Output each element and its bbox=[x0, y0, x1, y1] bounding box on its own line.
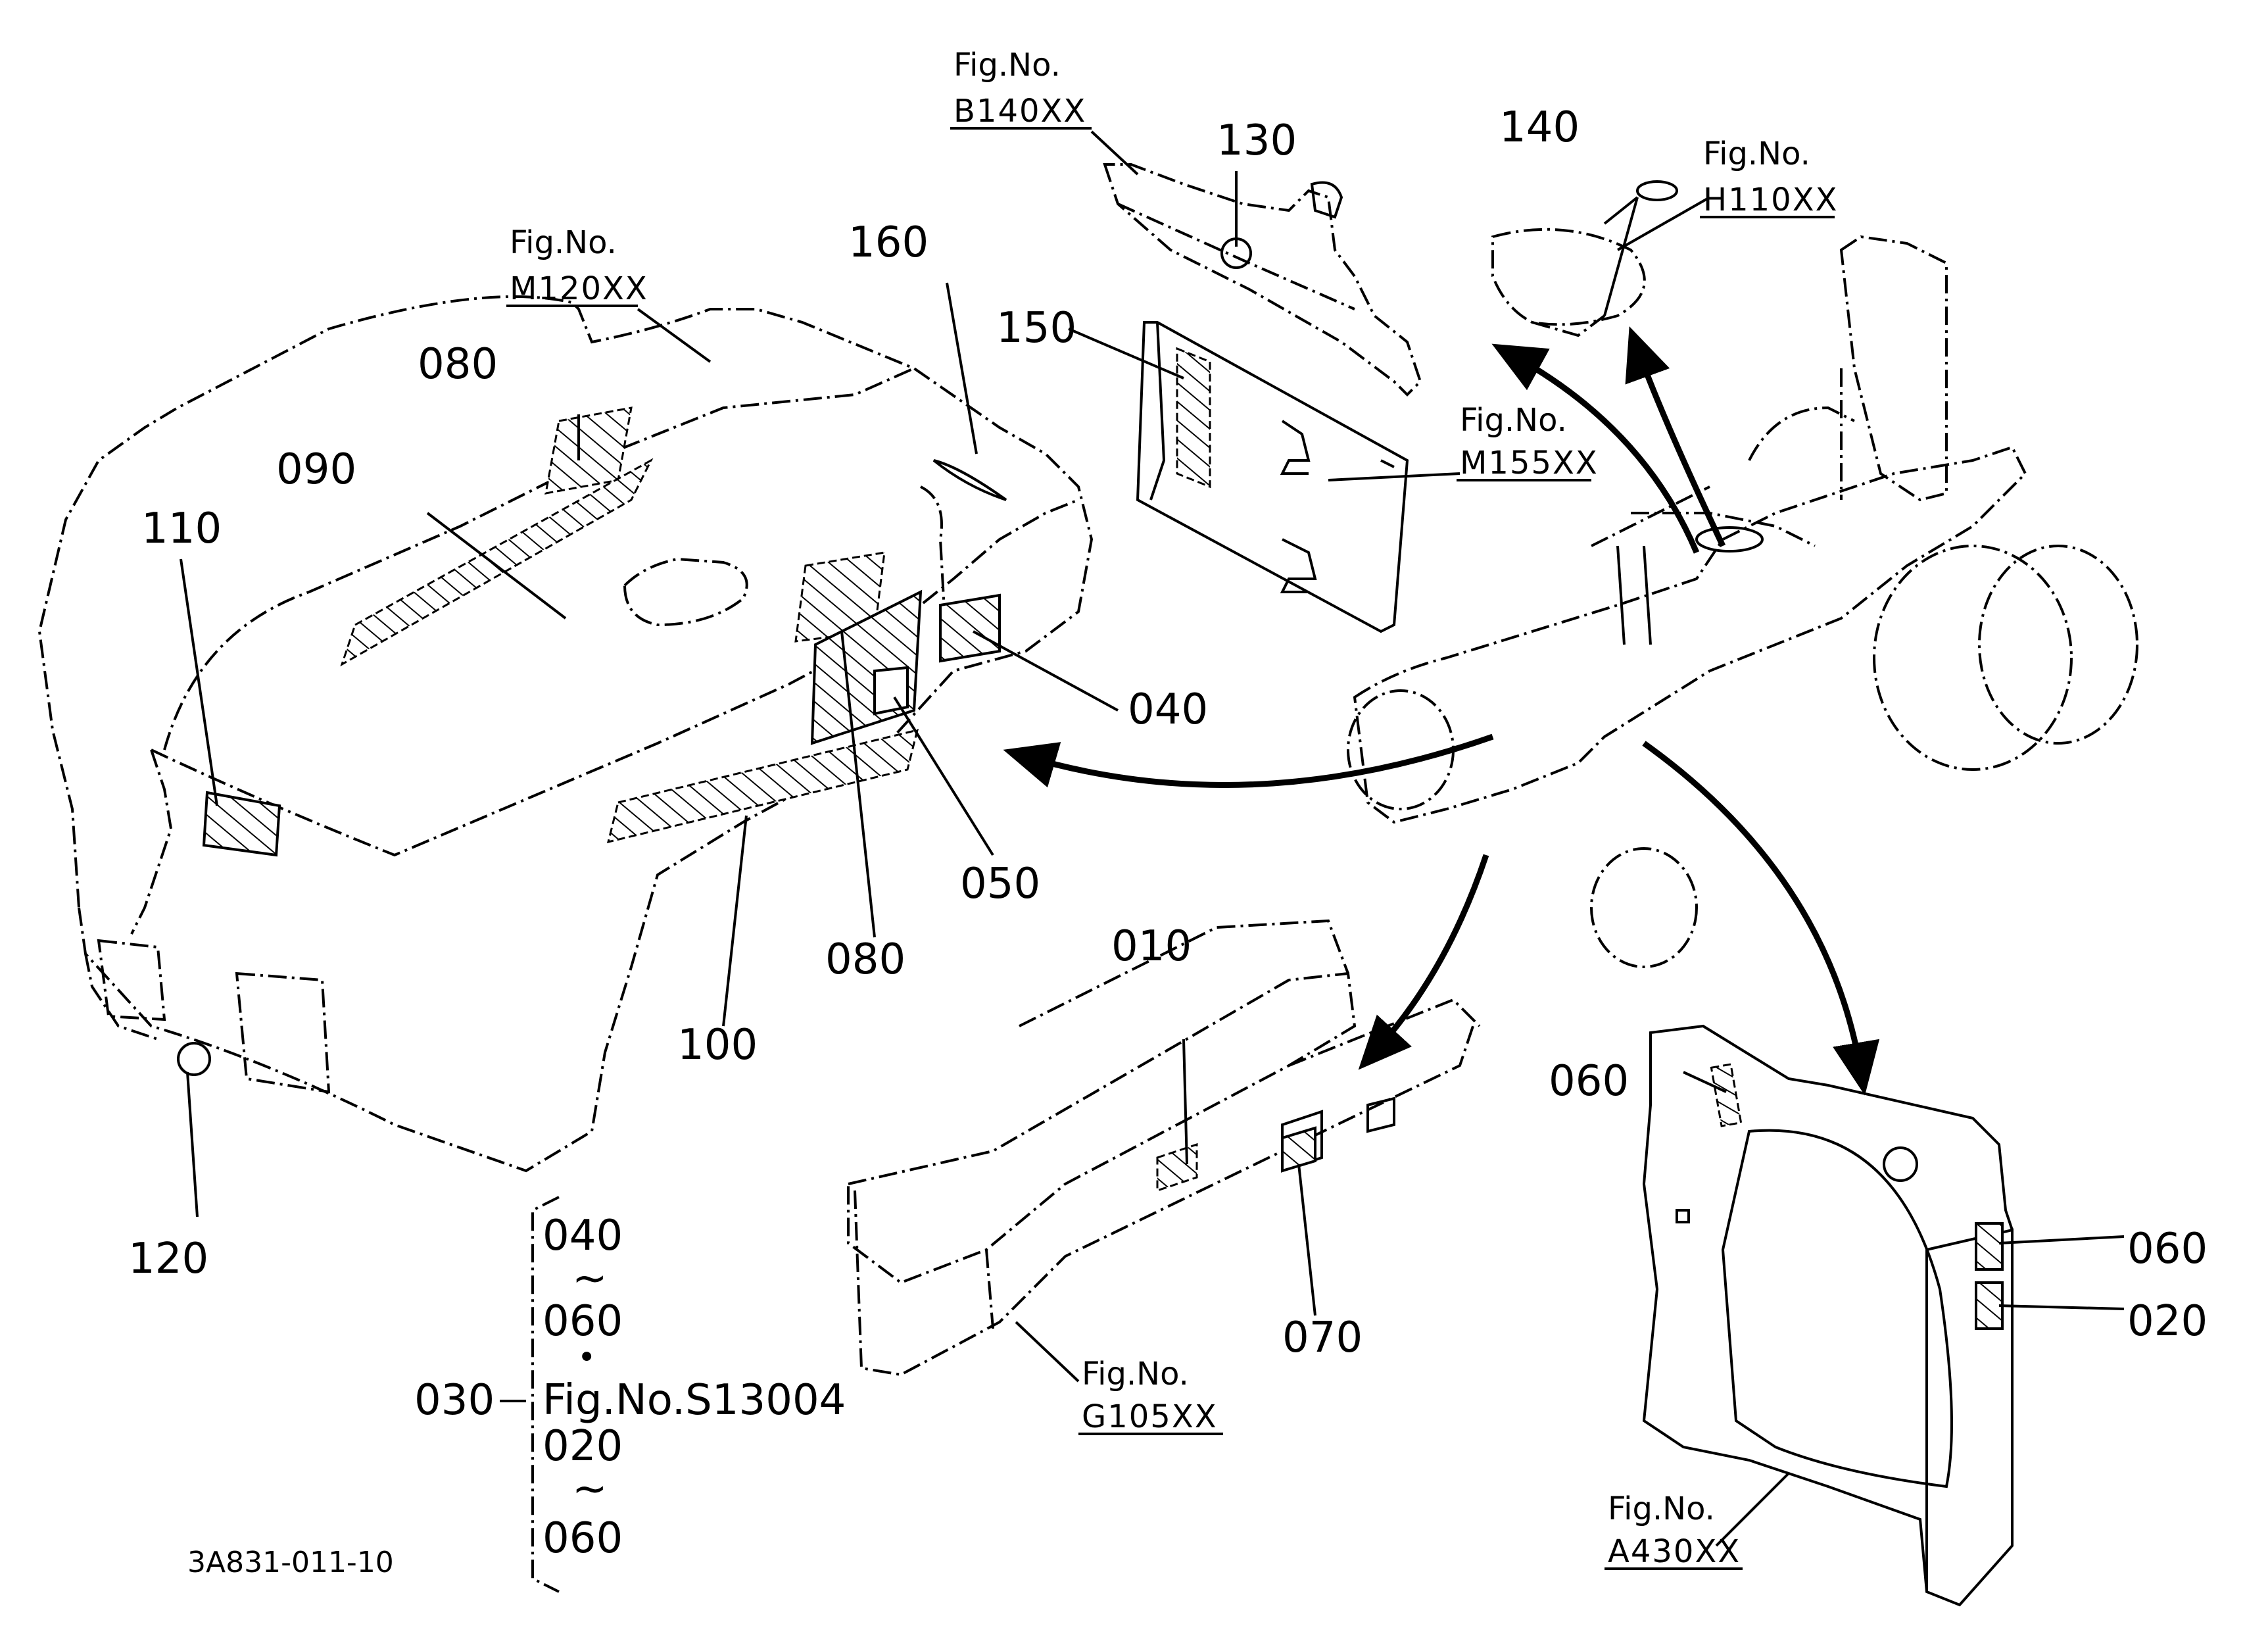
steering-wheel-part bbox=[1491, 180, 1678, 337]
callout-080-upper: 080 bbox=[418, 340, 498, 389]
decal-070 bbox=[1281, 1126, 1316, 1173]
fig-prefix-m120: Fig.No. bbox=[510, 224, 617, 261]
fig-ref-m120: M120XX bbox=[510, 270, 648, 307]
fig-ref-h110: H110XX bbox=[1703, 182, 1838, 218]
callout-090: 090 bbox=[276, 445, 356, 494]
callout-080-lower: 080 bbox=[825, 935, 905, 984]
decal-110 bbox=[202, 791, 281, 857]
legend-fig-s13004: Fig.No.S13004 bbox=[543, 1376, 846, 1425]
decal-020-shroud-side bbox=[1975, 1281, 2004, 1330]
decal-050 bbox=[873, 666, 909, 716]
tractor-illustration bbox=[1347, 235, 2138, 968]
legend-020: 020 bbox=[543, 1422, 623, 1471]
decal-060-shroud-top bbox=[1710, 1063, 1743, 1127]
callout-060-top: 060 bbox=[1549, 1057, 1629, 1106]
fig-prefix-m155: Fig.No. bbox=[1460, 402, 1567, 439]
frame-part bbox=[847, 919, 1481, 1377]
legend-tilde-2: ~ bbox=[572, 1465, 608, 1513]
callout-100: 100 bbox=[677, 1021, 758, 1069]
callout-010: 010 bbox=[1111, 922, 1192, 971]
callout-030: 030 bbox=[414, 1376, 495, 1425]
decal-100 bbox=[606, 728, 919, 844]
fig-prefix-b140: Fig.No. bbox=[953, 47, 1061, 84]
fig-references: Fig.No. B140XX Fig.No. M120XX Fig.No. H1… bbox=[510, 47, 1838, 1570]
decal-010 bbox=[1156, 1143, 1198, 1192]
callout-040: 040 bbox=[1128, 685, 1208, 734]
callout-070: 070 bbox=[1282, 1314, 1363, 1362]
callout-060-right: 060 bbox=[2127, 1225, 2208, 1273]
hood-part bbox=[37, 295, 1094, 1173]
dash-panel-part bbox=[1103, 163, 1422, 397]
decal-060-shroud-side bbox=[1975, 1222, 2004, 1271]
fig-ref-a430: A430XX bbox=[1608, 1533, 1741, 1570]
fig-prefix-h110: Fig.No. bbox=[1703, 135, 1810, 172]
legend-block: 040 ~ 060 • 030 Fig.No.S13004 020 ~ 060 bbox=[414, 1212, 846, 1563]
legend-060-lower: 060 bbox=[543, 1514, 623, 1563]
legend-tilde-1: ~ bbox=[572, 1254, 608, 1303]
decal-150 bbox=[1176, 347, 1211, 489]
callout-020-right: 020 bbox=[2127, 1297, 2208, 1346]
fig-ref-b140: B140XX bbox=[953, 93, 1086, 130]
legend-dot: • bbox=[577, 1339, 596, 1376]
callout-120: 120 bbox=[128, 1235, 208, 1283]
fig-ref-g105: G105XX bbox=[1082, 1398, 1218, 1435]
fig-ref-m155: M155XX bbox=[1460, 445, 1599, 481]
callout-130: 130 bbox=[1217, 116, 1297, 165]
callout-160: 160 bbox=[848, 218, 929, 267]
fig-prefix-a430: Fig.No. bbox=[1608, 1490, 1715, 1527]
callout-110: 110 bbox=[141, 504, 222, 553]
decal-090 bbox=[340, 458, 654, 667]
callout-140: 140 bbox=[1499, 103, 1580, 152]
arrows bbox=[1003, 326, 1880, 1096]
callout-050: 050 bbox=[960, 860, 1040, 908]
legend-060-upper: 060 bbox=[543, 1297, 623, 1346]
callout-150: 150 bbox=[996, 304, 1076, 353]
drawing-code: 3A831-011-10 bbox=[187, 1546, 394, 1579]
callouts: 130 140 160 150 080 090 110 040 050 080 … bbox=[128, 103, 2208, 1362]
legend-040: 040 bbox=[543, 1212, 623, 1260]
fig-prefix-g105: Fig.No. bbox=[1082, 1356, 1189, 1392]
decal-040 bbox=[939, 593, 1001, 663]
leader-lines bbox=[180, 127, 2125, 1593]
